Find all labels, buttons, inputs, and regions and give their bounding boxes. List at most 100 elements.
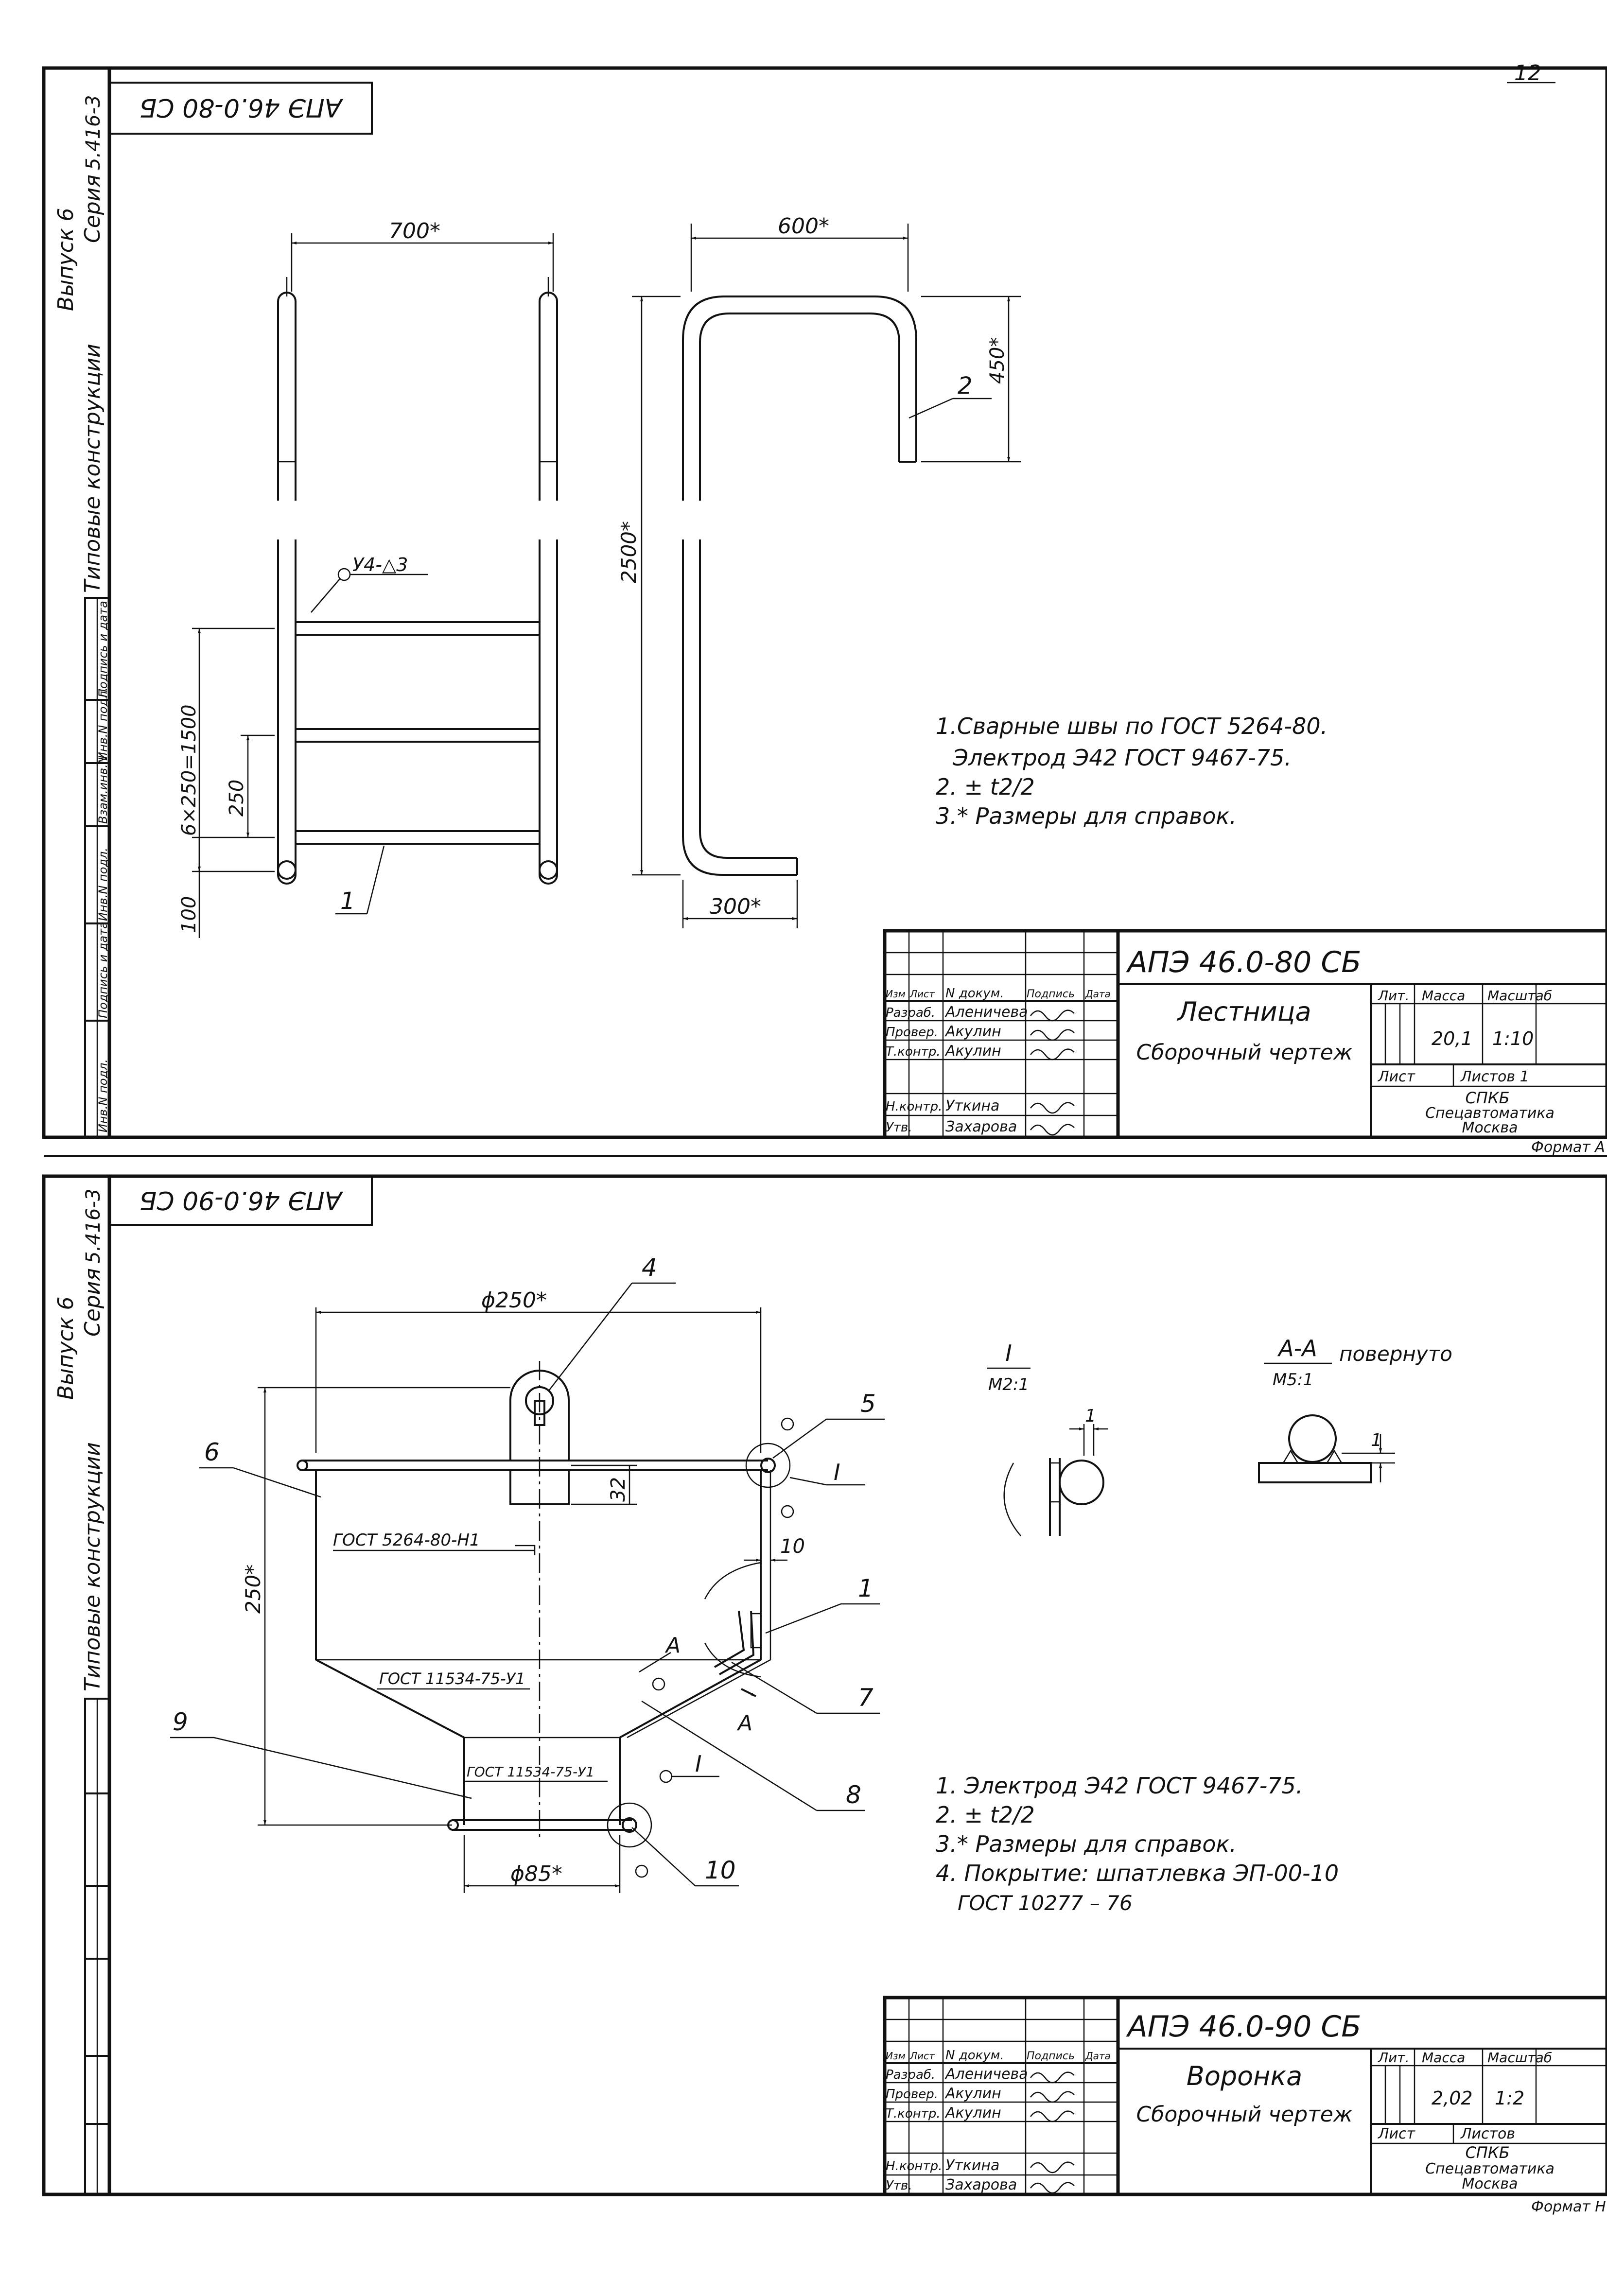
tb-person: Акулин xyxy=(944,1043,1001,1060)
sheet1-title-block: Изм Лист N докум. Подпись Дата Разраб. А… xyxy=(883,929,1607,1156)
tb-person: Захарова xyxy=(945,1118,1017,1135)
strip-label: Взам.инв.N xyxy=(96,755,110,824)
tb-doc-type: Сборочный чертеж xyxy=(1136,1040,1352,1065)
tb-role: Утв. xyxy=(886,2178,912,2193)
sheet2-left-strip xyxy=(84,1698,110,2195)
dim-600: 600* xyxy=(778,214,829,239)
tb-code: АПЭ 46.0-90 СБ xyxy=(1126,2010,1362,2044)
leader-5: 5 xyxy=(860,1390,876,1418)
note-line: 4. Покрытие: шпатлевка ЭП-00-10 xyxy=(936,1860,1339,1886)
tb-list: Лист xyxy=(1378,2125,1416,2142)
tb-scale-value: 1:10 xyxy=(1492,1028,1534,1049)
ladder-front-view: 700* У4-△3 6×250=1500 250 100 1 xyxy=(178,219,558,938)
leader-6: 6 xyxy=(204,1438,220,1466)
sheet1-tipovye: Типовые конструкции xyxy=(80,344,105,593)
dim-300: 300* xyxy=(710,894,761,919)
sheet1-series-stamp: Выпуск 6 Серия 5.416-3 Типовые конструкц… xyxy=(53,95,109,599)
detail-mark-i: I xyxy=(695,1751,702,1777)
tb-org: Москва xyxy=(1462,1119,1518,1136)
tb-role: Провер. xyxy=(886,2087,938,2102)
note-line: 1.Сварные швы по ГОСТ 5264-80. xyxy=(936,713,1328,739)
note-line: 2. ± t2/2 xyxy=(936,774,1035,800)
leader-1: 1 xyxy=(340,887,355,915)
tb-listov: Листов 1 xyxy=(1460,1068,1529,1085)
tb-org: Спецавтоматика xyxy=(1425,1105,1555,1122)
dim-700: 700* xyxy=(389,219,440,244)
sheet1-notes: 1.Сварные швы по ГОСТ 5264-80. Электрод … xyxy=(936,713,1328,829)
tb-lit: Лит. xyxy=(1378,988,1409,1004)
weld-symbol: У4-△3 xyxy=(352,554,408,575)
tb-col-header: N докум. xyxy=(945,2048,1004,2063)
sheet-funnel: АПЭ 46.0-90 СБ Выпуск 6 Серия 5.416-3 Ти… xyxy=(42,1174,1607,2215)
funnel-view: A A ϕ250* 250* 32 10 ϕ85* ГОСТ 5264-80-Н… xyxy=(170,1253,885,1893)
detail-aa-dim: 1 xyxy=(1371,1430,1382,1450)
tb-listov: Листов xyxy=(1460,2125,1515,2142)
tb-role: Т.контр. xyxy=(886,2106,941,2121)
tb-col-header: Дата xyxy=(1085,2050,1111,2062)
tb-person: Аленичева xyxy=(944,1004,1028,1021)
tb-col-header: Подпись xyxy=(1027,2050,1075,2062)
tb-org: Спецавтоматика xyxy=(1425,2160,1555,2177)
tb-col-header: Изм xyxy=(886,988,906,1000)
tb-person: Уткина xyxy=(945,2157,999,2174)
strip-label: Подпись и дата xyxy=(96,922,110,1018)
tb-scale-value: 1:2 xyxy=(1495,2087,1524,2109)
sheet2-frame xyxy=(42,1174,1607,2196)
dim-32: 32 xyxy=(607,1477,629,1502)
tb-org: Москва xyxy=(1462,2175,1518,2192)
tb-lit: Лит. xyxy=(1378,2050,1409,2066)
tb-role: Н.контр. xyxy=(886,2159,942,2174)
tb-role: Провер. xyxy=(886,1025,938,1040)
tb-person: Акулин xyxy=(944,1023,1001,1040)
dim-100: 100 xyxy=(178,896,200,933)
note-line: 2. ± t2/2 xyxy=(936,1802,1035,1828)
dim-250: 250* xyxy=(241,1565,265,1614)
tb-mass-value: 20,1 xyxy=(1432,1028,1473,1049)
tb-col-header: Лист xyxy=(909,2050,935,2062)
leader-10: 10 xyxy=(705,1856,736,1884)
tb-col-header: Изм xyxy=(886,2050,906,2062)
tb-col-header: Дата xyxy=(1085,988,1111,1000)
strip-label: Инв.N подл. xyxy=(96,687,110,761)
tb-person: Аленичева xyxy=(944,2066,1028,2083)
gost-label: ГОСТ 11534-75-У1 xyxy=(379,1670,525,1688)
section-mark-a: A xyxy=(664,1633,681,1658)
sheet2-vypusk: Выпуск 6 xyxy=(53,1297,78,1400)
detail-aa-note: повернуто xyxy=(1339,1342,1452,1366)
sheet2-code-stamp: АПЭ 46.0-90 СБ xyxy=(108,1175,373,1226)
tb-person: Акулин xyxy=(944,2105,1001,2122)
tb-role: Т.контр. xyxy=(886,1044,941,1059)
tb-col-header: N докум. xyxy=(945,986,1004,1001)
tb-doc-type: Сборочный чертеж xyxy=(1136,2102,1352,2127)
tb-name: Лестница xyxy=(1176,996,1311,1027)
tb-col-header: Подпись xyxy=(1027,988,1075,1000)
detail-aa-title: А-А xyxy=(1277,1335,1317,1361)
note-line: 3.* Размеры для справок. xyxy=(936,1831,1237,1857)
leader-7: 7 xyxy=(858,1684,873,1712)
sheet1-left-strip: Подпись и дата Инв.N подл. Взам.инв.N Ин… xyxy=(84,597,110,1138)
tb-name: Воронка xyxy=(1187,2061,1302,2091)
detail-i-dim: 1 xyxy=(1085,1406,1096,1426)
leader-2: 2 xyxy=(958,372,973,400)
ladder-side-view: 600* 450* 2500* 300* 2 xyxy=(617,214,1021,928)
note-line: Электрод Э42 ГОСТ 9467-75. xyxy=(952,745,1292,771)
tb-role: Разраб. xyxy=(886,1006,935,1020)
strip-label: Подпись и дата xyxy=(96,601,110,697)
sheet1-vypusk: Выпуск 6 xyxy=(53,208,78,311)
leader-4: 4 xyxy=(642,1253,657,1282)
note-line: 1. Электрод Э42 ГОСТ 9467-75. xyxy=(936,1773,1303,1799)
detail-i-title: I xyxy=(1005,1340,1012,1366)
tb-role: Н.контр. xyxy=(886,1099,942,1114)
dim-250: 250 xyxy=(226,780,248,817)
leader-8: 8 xyxy=(846,1781,861,1809)
dim-dia-250: ϕ250* xyxy=(481,1288,547,1313)
dim-dia-85: ϕ85* xyxy=(510,1861,562,1886)
section-mark-a: A xyxy=(736,1711,752,1736)
dim-2500: 2500* xyxy=(617,521,641,583)
detail-a-a: А-А М5:1 повернуто 1 xyxy=(1258,1335,1452,1483)
strip-label: Инв.N подл. xyxy=(96,848,110,921)
sheet1-frame xyxy=(42,66,1607,1139)
detail-aa-scale: М5:1 xyxy=(1273,1370,1313,1390)
sheet1-code-stamp: АПЭ 46.0-80 СБ xyxy=(108,82,373,135)
tb-massa: Масса xyxy=(1422,2050,1465,2066)
